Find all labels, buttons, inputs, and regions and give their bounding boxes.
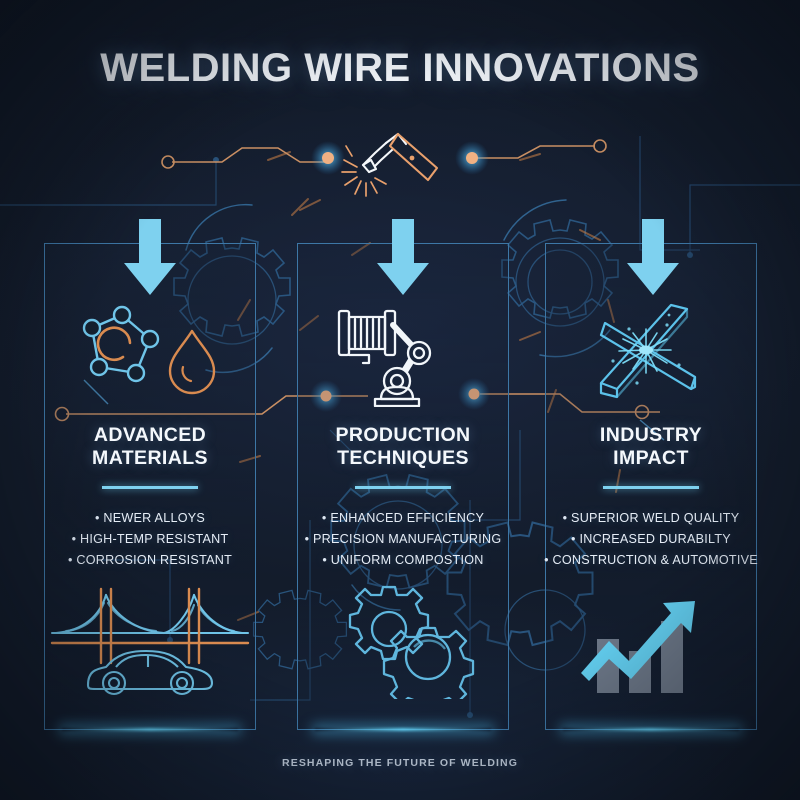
bullet-list: • NEWER ALLOYS • HIGH-TEMP RESISTANT • C… [30,508,270,571]
bullet-dot: • [562,511,568,525]
welded-beams-icon [599,303,697,399]
heading-line-2: MATERIALS [92,447,208,469]
bullet-dot: • [571,532,576,546]
droplet-icon [168,329,216,395]
list-item-label: NEWER ALLOYS [103,511,206,525]
list-item: • PRECISION MANUFACTURING [283,529,523,550]
torch-sparks [341,145,387,197]
column-production-techniques: PRODUCTION TECHNIQUES • ENHANCED EFFICIE… [297,243,509,730]
list-item: • NEWER ALLOYS [30,508,270,529]
heading-divider [603,486,699,489]
gears-icon [348,585,475,699]
left-circuit-trace [161,141,345,175]
list-item: • SUPERIOR WELD QUALITY [531,508,771,529]
down-arrow-advanced-materials [124,219,176,295]
list-item-label: CONSTRUCTION & AUTOMOTIVE [552,553,758,567]
list-item: • HIGH-TEMP RESISTANT [30,529,270,550]
list-item: • CONSTRUCTION & AUTOMOTIVE [531,550,771,571]
molecule-icon [82,305,216,395]
bullet-dot: • [304,532,310,546]
column-heading: INDUSTRY IMPACT [539,424,763,470]
list-item-label: UNIFORM COMPOSTION [330,553,484,567]
column-advanced-materials: ADVANCED MATERIALS • NEWER ALLOYS • HIGH… [44,243,256,730]
bullet-dot: • [544,553,549,567]
bullet-list: • ENHANCED EFFICIENCY • PRECISION MANUFA… [283,508,523,571]
heading-line-1: PRODUCTION [335,424,471,446]
heading-divider [102,486,198,489]
bullet-dot: • [322,553,328,567]
list-item-label: HIGH-TEMP RESISTANT [80,532,229,546]
bullet-dot: • [67,553,73,567]
growth-chart-icon [581,601,695,693]
list-item-label: INCREASED DURABILTY [579,532,731,546]
robotic-welding-arm-icon [337,309,432,407]
bullet-dot: • [71,532,77,546]
heading-line-1: INDUSTRY [599,424,703,446]
column-heading: PRODUCTION TECHNIQUES [291,424,515,470]
down-arrow-production-techniques [377,219,429,295]
list-item-label: PRECISION MANUFACTURING [313,532,502,546]
welding-torch-icon [361,132,439,182]
list-item: • UNIFORM COMPOSTION [283,550,523,571]
list-item: • INCREASED DURABILTY [531,529,771,550]
list-item-label: CORROSION RESISTANT [76,553,233,567]
right-circuit-trace [455,139,607,175]
heading-line-1: ADVANCED [93,424,207,446]
list-item-label: SUPERIOR WELD QUALITY [571,511,740,525]
list-item: • ENHANCED EFFICIENCY [283,508,523,529]
bullet-dot: • [94,511,100,525]
bridge-and-car-icon [50,587,250,696]
heading-divider [355,486,451,489]
list-item: • CORROSION RESISTANT [30,550,270,571]
footer-tagline: RESHAPING THE FUTURE OF WELDING [282,757,518,769]
list-item-label: ENHANCED EFFICIENCY [330,511,485,525]
bullet-list: • SUPERIOR WELD QUALITY • INCREASED DURA… [531,508,771,571]
column-heading: ADVANCED MATERIALS [38,424,262,470]
column-industry-impact: INDUSTRY IMPACT • SUPERIOR WELD QUALITY … [544,243,758,730]
down-arrow-industry-impact [627,219,679,295]
bullet-dot: • [321,511,327,525]
circle-node [161,155,175,169]
heading-line-2: TECHNIQUES [337,447,469,469]
heading-line-2: IMPACT [613,447,689,469]
page-title: WELDING WIRE INNOVATIONS [100,46,700,90]
